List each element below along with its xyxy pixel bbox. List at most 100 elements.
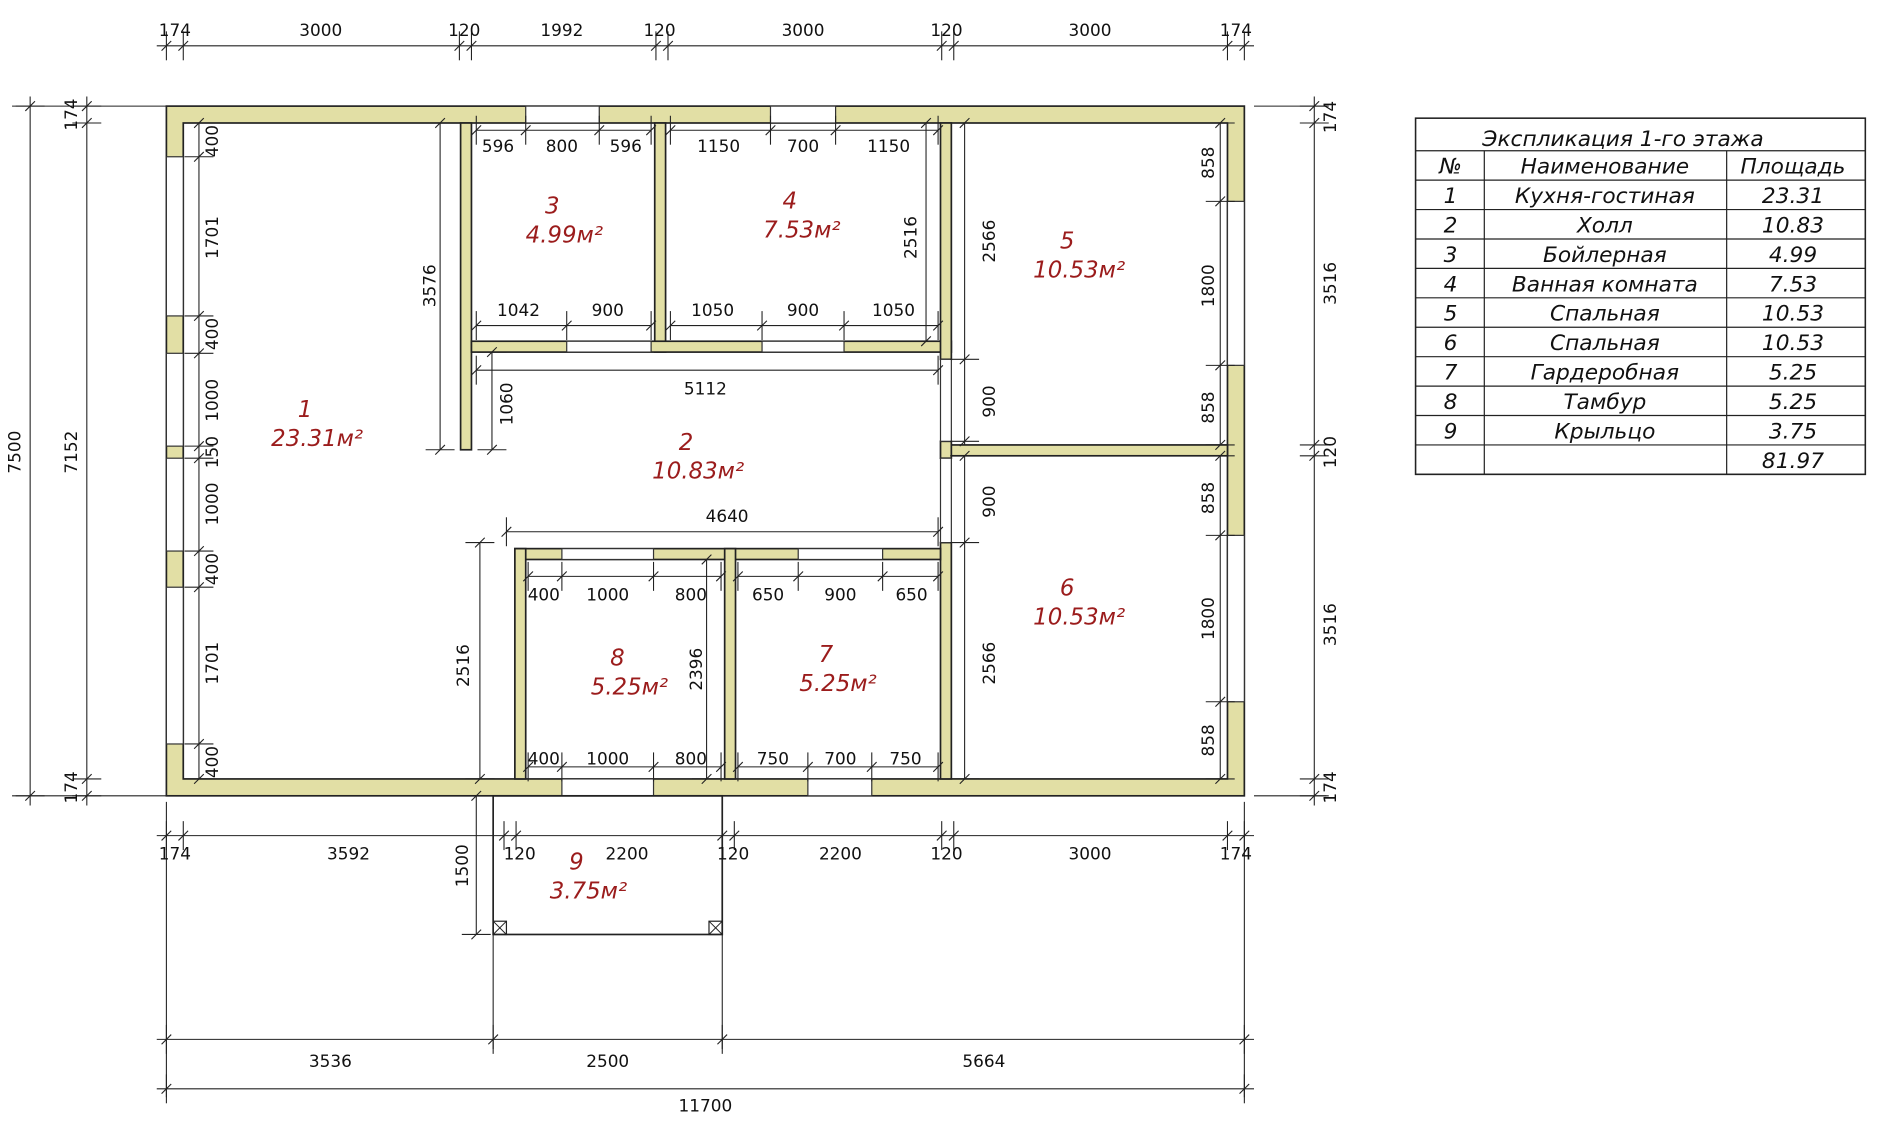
dim-room7: 900 — [824, 584, 856, 604]
dimension-tick — [1239, 40, 1250, 52]
room-number: 7 — [819, 642, 834, 668]
dimension-tick — [932, 125, 944, 136]
dim-right: 174 — [1320, 771, 1340, 803]
dimension-tick — [466, 40, 477, 52]
dim-top: 3000 — [782, 20, 825, 40]
dim-bottom: 2200 — [606, 844, 649, 864]
window-room5 — [1226, 200, 1245, 366]
table-cell-name: Гардеробная — [1531, 361, 1679, 386]
dim-room3: 596 — [610, 136, 642, 156]
dimension-tick — [520, 125, 531, 136]
dimension-tick — [932, 364, 944, 376]
dimension-tick — [1309, 439, 1320, 451]
dimension-tick — [471, 790, 482, 802]
room-area: 10.53м² — [1033, 257, 1125, 283]
dimension-tick — [471, 929, 482, 940]
wall-room1-room3 — [459, 122, 473, 451]
table-cell-number: 2 — [1444, 213, 1458, 238]
table-cell-name: Крыльцо — [1554, 419, 1655, 444]
table-cell-name: Бойлерная — [1543, 243, 1667, 268]
dim-hall: 4640 — [706, 506, 749, 526]
table-header: № — [1438, 155, 1462, 180]
porch-outline — [492, 794, 724, 936]
dim-room6: 900 — [979, 485, 999, 517]
entrance-door — [561, 778, 655, 797]
room-area: 10.83м² — [652, 459, 744, 485]
dimension-tick — [732, 761, 744, 773]
wall-room8-left — [514, 547, 527, 780]
window-room6 — [1226, 534, 1245, 703]
dimension-tick — [701, 773, 712, 785]
door-room6 — [939, 457, 952, 544]
dim-top: 174 — [1220, 20, 1252, 40]
dimension-tick — [193, 452, 205, 464]
dimension-tick — [948, 830, 959, 841]
dimension-tick — [501, 526, 512, 537]
dim-bottom: 174 — [1220, 844, 1252, 864]
table-cell-area: 10.53 — [1762, 302, 1824, 327]
table-cell-area: 10.53 — [1762, 331, 1824, 356]
table-cell-number: 3 — [1444, 243, 1458, 268]
wall-room8-room7 — [723, 547, 737, 780]
dimension-tick — [434, 444, 446, 455]
dim-room3: 3576 — [419, 264, 439, 307]
dimension-tick — [594, 125, 605, 136]
dim-right: 3516 — [1320, 262, 1340, 305]
dimension-tick — [802, 761, 814, 773]
dimension-tick — [830, 125, 841, 136]
dimension-tick — [1215, 117, 1226, 129]
dim-right: 120 — [1320, 436, 1340, 468]
dimension-tick — [959, 773, 970, 785]
dim-room4: 1050 — [872, 300, 915, 320]
dim-room5: 858 — [1198, 147, 1218, 179]
room-area: 7.53м² — [763, 218, 840, 244]
table-cell-area: 3.75 — [1769, 419, 1817, 444]
table-cell-number: 5 — [1444, 302, 1458, 327]
table-cell-number: 8 — [1444, 390, 1458, 415]
dimension-tick — [1222, 830, 1233, 841]
dimension-tick — [729, 830, 740, 841]
dimension-lines — [12, 31, 1329, 1104]
dim-room7: 650 — [752, 584, 784, 604]
dimension-tick — [193, 773, 205, 785]
dimension-tick — [645, 125, 657, 136]
dim-right: 3516 — [1320, 603, 1340, 646]
dim-room8: 2396 — [686, 648, 706, 691]
table-header: Наименование — [1521, 155, 1690, 180]
dim-room5: 1800 — [1198, 264, 1218, 307]
door-room8 — [561, 548, 655, 561]
dimension-tick — [936, 40, 947, 52]
room-number: 1 — [298, 397, 313, 423]
dimension-tick — [471, 320, 482, 331]
dim-right: 174 — [1320, 101, 1340, 133]
dimension-tick — [959, 436, 970, 447]
dim-room3: 1060 — [496, 382, 516, 425]
dim-bottom: 3000 — [1069, 844, 1112, 864]
table-cell-area: 4.99 — [1769, 243, 1817, 268]
dimension-tick — [1309, 773, 1320, 785]
dim-room1: 1000 — [202, 483, 222, 526]
dim-room8: 800 — [675, 748, 707, 768]
dimension-tick — [1215, 530, 1226, 541]
dimension-tick — [193, 582, 205, 593]
dim-room4: 900 — [787, 300, 819, 320]
dimension-tick — [662, 40, 674, 52]
dimension-tick — [959, 354, 970, 365]
dim-bottom-overall: 3536 — [309, 1051, 352, 1071]
dim-top: 3000 — [299, 20, 342, 40]
dim-room6: 858 — [1198, 482, 1218, 514]
table-cell-area: 5.25 — [1769, 361, 1817, 386]
dimension-tick — [474, 537, 486, 548]
dimension-tick — [434, 117, 446, 129]
dimension-tick — [178, 830, 189, 841]
dim-bottom: 120 — [504, 844, 536, 864]
door-room5 — [939, 358, 952, 442]
table-cell-number: 1 — [1444, 184, 1458, 209]
dimension-tick — [1215, 773, 1226, 785]
dimension-tick — [648, 571, 659, 582]
dimension-tick — [556, 761, 568, 773]
dim-room1: 1701 — [202, 642, 222, 685]
